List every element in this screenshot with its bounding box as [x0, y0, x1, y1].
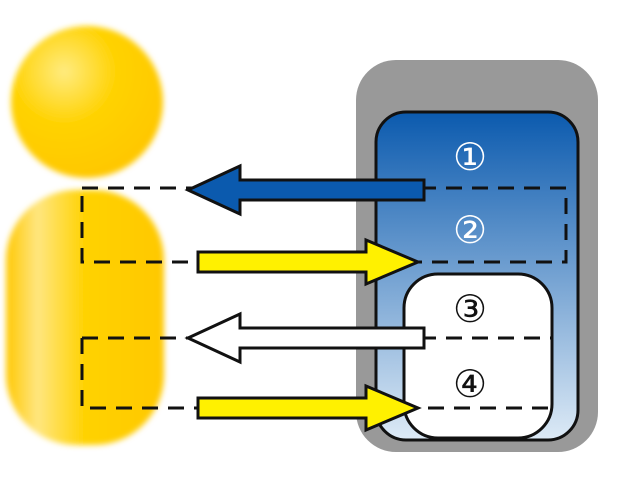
arrow-4-yellow-right [196, 383, 422, 433]
person-body [6, 190, 164, 445]
person-head [11, 26, 163, 178]
inner-box [402, 272, 554, 440]
arrow-1-blue-left [184, 163, 426, 217]
arrow-2-yellow-right [196, 237, 422, 287]
step-label-4: ④ [453, 362, 487, 406]
step-label-2: ② [453, 208, 487, 252]
step-label-1: ① [453, 135, 487, 179]
arrow-3-white-left [184, 311, 426, 365]
step-label-3: ③ [453, 287, 487, 331]
person-figure [6, 26, 164, 445]
